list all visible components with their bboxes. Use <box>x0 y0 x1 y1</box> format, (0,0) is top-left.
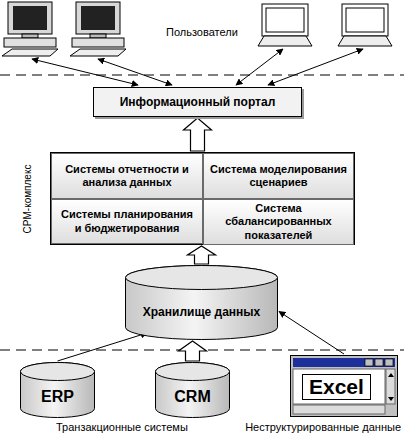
data-flow-arrow <box>279 312 344 355</box>
node-text: Хранилище данных <box>143 305 260 319</box>
block-arrow <box>188 246 216 264</box>
user-link <box>32 59 138 85</box>
laptop-computer <box>258 4 312 46</box>
caption-label: Транзакционные системы <box>56 421 188 433</box>
node-text: ERP <box>41 387 74 406</box>
user-link <box>98 59 172 85</box>
database-cylinder: ERP <box>20 362 95 418</box>
node-text: Excel <box>302 374 371 400</box>
block-arrow <box>184 118 212 151</box>
user-link <box>268 49 363 85</box>
node-text: Системы отчетности и анализа данных <box>58 163 196 189</box>
data-warehouse-cylinder: Хранилище данных <box>125 265 278 340</box>
desktop-computer <box>2 2 58 56</box>
node-text: Система моделирования сценариев <box>210 163 347 189</box>
cpm-complex-box: CPM-комплексСистемы отчетности и анализа… <box>50 152 355 245</box>
system-box: Системы отчетности и анализа данных <box>51 153 203 199</box>
laptop-computer <box>338 4 392 46</box>
data-flow-arrow <box>58 333 148 361</box>
user-link <box>236 49 283 85</box>
system-box: Системы планирования и бюджетирования <box>51 199 203 244</box>
excel-window: Excel <box>290 355 398 417</box>
separator-line <box>0 75 404 76</box>
block-arrow <box>179 341 207 361</box>
caption-label: Неструктурированные данные <box>245 421 401 433</box>
node-text: Информационный портал <box>120 95 276 109</box>
node-text: Система сбалансированных показателей <box>210 202 347 242</box>
database-cylinder: CRM <box>155 362 230 418</box>
system-box: Система моделирования сценариев <box>203 153 354 199</box>
node-text: Системы планирования и бюджетирования <box>58 208 196 234</box>
system-box: Система сбалансированных показателей <box>203 199 354 245</box>
portal-box: Информационный портал <box>93 87 302 117</box>
node-text: CRM <box>174 387 210 406</box>
cylinder-outline <box>125 265 278 340</box>
caption-label: Пользователи <box>166 26 238 38</box>
desktop-computer <box>70 2 126 56</box>
group-label: CPM-комплекс <box>22 164 33 233</box>
